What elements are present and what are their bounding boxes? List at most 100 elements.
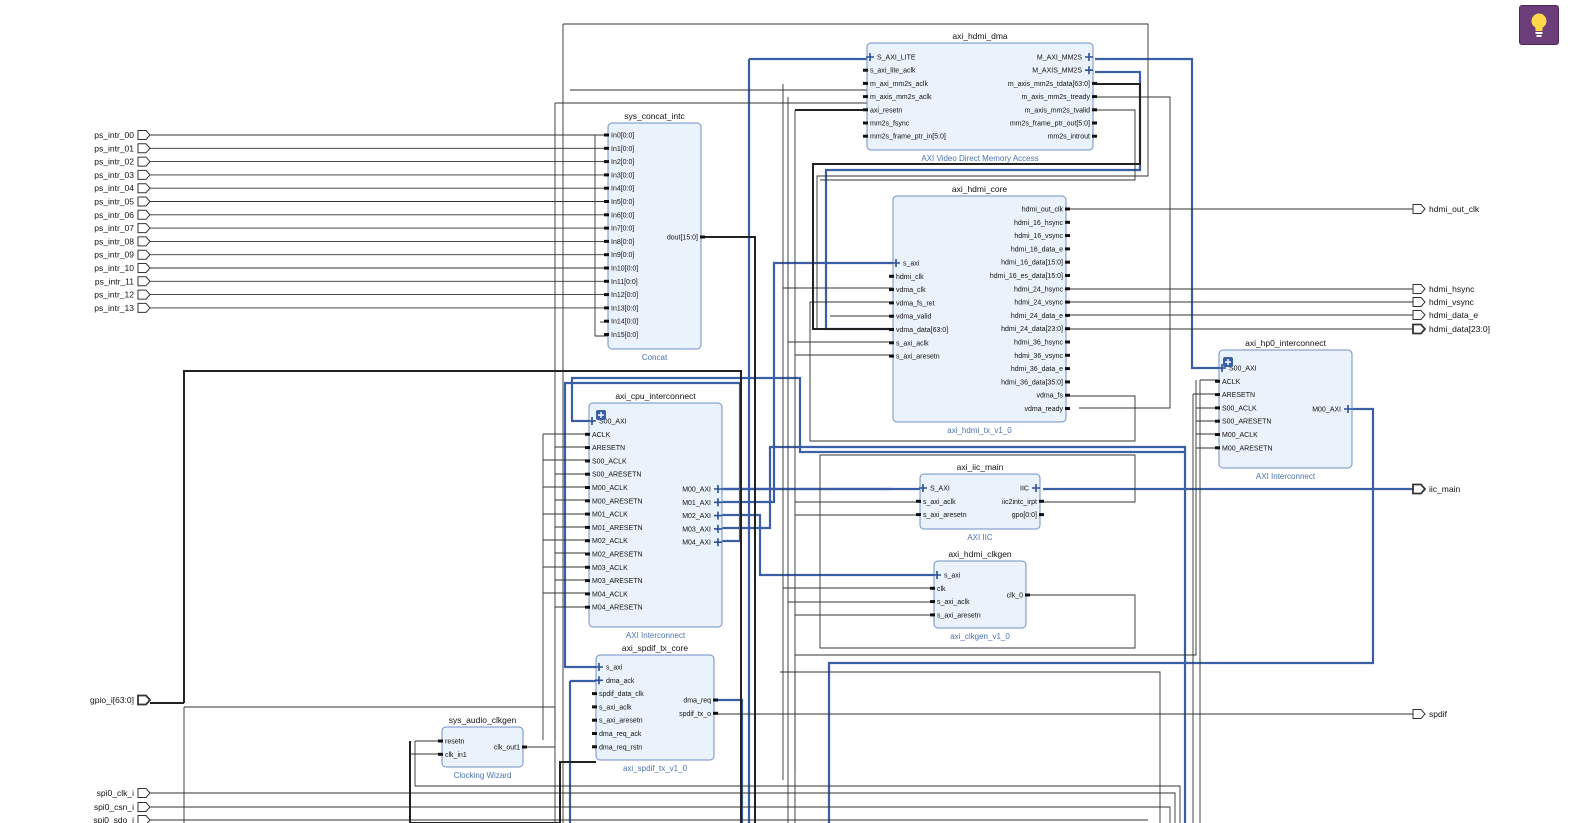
block-sys_concat_intc[interactable]: sys_concat_intcConcatIn0[0:0]In1[0:0]In2… [604,111,705,362]
pin-marker[interactable] [604,266,609,270]
pin-marker[interactable] [592,705,597,709]
pin-marker[interactable] [604,133,609,137]
pin-marker[interactable] [604,293,609,297]
pin-marker[interactable] [585,565,590,569]
pin-marker[interactable] [1092,108,1097,112]
bus-pin-icon[interactable] [595,676,603,685]
pin-marker[interactable] [522,745,527,749]
output-port[interactable]: hdmi_out_clk [1412,204,1480,214]
bus-pin-icon[interactable] [1032,484,1040,492]
pin-marker[interactable] [604,146,609,150]
pin-marker[interactable] [1025,593,1030,597]
input-port[interactable]: ps_intr_02 [94,156,151,167]
input-port[interactable]: ps_intr_04 [94,183,151,194]
pin-marker[interactable] [585,592,590,596]
input-port[interactable]: ps_intr_06 [94,209,151,220]
output-port[interactable]: spdif [1412,709,1448,719]
pin-marker[interactable] [863,68,868,72]
pin-marker[interactable] [1065,287,1070,291]
pin-marker[interactable] [889,288,894,292]
pin-marker[interactable] [604,306,609,310]
bus-pin-icon[interactable] [595,663,603,671]
pin-marker[interactable] [863,121,868,125]
pin-marker[interactable] [1065,367,1070,371]
pin-marker[interactable] [889,341,894,345]
bus-pin-icon[interactable] [1085,66,1093,75]
pin-marker[interactable] [1065,407,1070,410]
pin-marker[interactable] [889,354,894,358]
pin-marker[interactable] [1215,379,1220,383]
pin-marker[interactable] [585,472,590,476]
pin-marker[interactable] [1065,274,1070,277]
bus-pin-icon[interactable] [714,538,722,547]
input-port[interactable]: ps_intr_05 [94,196,151,207]
pin-marker[interactable] [1092,121,1097,125]
pin-marker[interactable] [604,213,609,217]
pin-marker[interactable] [1092,81,1097,85]
pin-marker[interactable] [1065,300,1070,304]
block-axi_spdif_tx_core[interactable]: axi_spdif_tx_coreaxi_spdif_tx_v1_0s_axid… [592,643,718,773]
pin-marker[interactable] [438,752,443,756]
pin-marker[interactable] [585,539,590,543]
pin-marker[interactable] [585,512,590,516]
bus-pin-icon[interactable] [1344,405,1352,413]
output-port[interactable]: hdmi_vsync [1412,297,1475,307]
pin-marker[interactable] [1065,327,1070,331]
pin-marker[interactable] [585,552,590,556]
bus-pin-icon[interactable] [714,498,722,507]
input-port[interactable]: ps_intr_09 [94,249,151,260]
pin-marker[interactable] [930,613,935,617]
input-port[interactable]: ps_intr_08 [94,236,151,247]
pin-marker[interactable] [604,333,609,336]
pin-marker[interactable] [585,499,590,503]
pin-marker[interactable] [585,579,590,583]
bus-pin-icon[interactable] [588,417,596,425]
pin-marker[interactable] [585,486,590,489]
pin-marker[interactable] [1215,393,1220,397]
pin-marker[interactable] [930,600,935,604]
pin-marker[interactable] [592,732,597,735]
pin-marker[interactable] [604,239,609,243]
bus-pin-icon[interactable] [892,259,900,267]
input-port[interactable]: ps_intr_11 [95,276,151,287]
input-port[interactable]: spi0_clk_i [97,788,151,798]
pin-marker[interactable] [1215,446,1220,450]
pin-marker[interactable] [438,739,443,743]
bus-pin-icon[interactable] [714,485,722,493]
pin-marker[interactable] [585,459,590,463]
pin-marker[interactable] [604,279,609,283]
pin-marker[interactable] [604,186,609,190]
input-port[interactable]: spi0_sdo_i [93,815,151,823]
pin-marker[interactable] [1065,393,1070,397]
output-port[interactable]: iic_main [1412,483,1460,495]
bus-pin-icon[interactable] [919,484,927,492]
pin-marker[interactable] [889,314,894,318]
input-port[interactable]: ps_intr_10 [94,263,151,273]
pin-marker[interactable] [1065,247,1070,251]
pin-marker[interactable] [863,81,868,85]
bus-pin-icon[interactable] [1085,53,1093,61]
pin-marker[interactable] [863,95,868,99]
bus-pin-icon[interactable] [866,53,874,61]
pin-marker[interactable] [592,745,597,749]
pin-marker[interactable] [889,328,894,331]
pin-marker[interactable] [1065,380,1070,384]
input-port[interactable]: gpio_i[63:0] [90,694,152,706]
pin-marker[interactable] [585,605,590,609]
pin-marker[interactable] [930,586,935,590]
pin-marker[interactable] [604,200,609,203]
pin-marker[interactable] [1039,513,1044,517]
block-axi_hdmi_core[interactable]: axi_hdmi_coreaxi_hdmi_tx_v1_0s_axihdmi_c… [889,184,1070,435]
pin-marker[interactable] [1065,313,1070,317]
output-port[interactable]: hdmi_data_e [1412,310,1478,320]
pin-marker[interactable] [604,173,609,177]
pin-marker[interactable] [604,226,609,230]
bus-pin-icon[interactable] [714,511,722,520]
pin-marker[interactable] [585,432,590,436]
pin-marker[interactable] [592,692,597,696]
pin-marker[interactable] [1215,419,1220,423]
